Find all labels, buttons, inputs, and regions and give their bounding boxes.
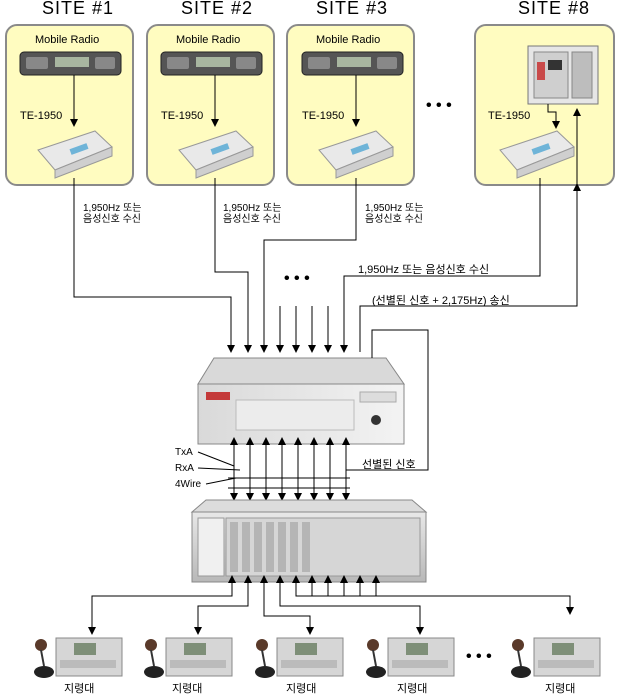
site-8-receive-caption: 1,950Hz 또는 음성신호 수신 (358, 264, 490, 276)
site-2-device-label: TE-1950 (161, 110, 204, 122)
rack-unit-icon (190, 499, 428, 583)
site-2-receive-text-line2: 음성신호 수신 (223, 214, 281, 225)
site-8-transmit-caption: (선별된 신호 + 2,175Hz) 송신 (372, 295, 510, 307)
site-2-te1950-icon (178, 130, 254, 179)
console-3-icon (255, 637, 344, 678)
site-8-device-label: TE-1950 (488, 110, 531, 122)
console-5-icon (511, 637, 601, 678)
console-2-label: 지령대 (172, 683, 203, 695)
site-1-mobile-radio-icon (19, 51, 122, 76)
site-2-title: SITE #2 (181, 0, 254, 18)
site-2-mobile-radio-icon (160, 51, 263, 76)
console-4-icon (366, 637, 455, 678)
site-1-receive-text-line2: 음성신호 수신 (83, 214, 141, 225)
console-1-label: 지령대 (64, 683, 95, 695)
site-3-mobile-radio-icon (301, 51, 404, 76)
selected-signal-caption: 선별된 신호 (362, 459, 416, 471)
site-2-receive-text-line1: 1,950Hz 또는 (223, 203, 282, 214)
site-1-radio-label: Mobile Radio (35, 34, 100, 46)
site-8-title: SITE #8 (518, 0, 591, 18)
site-8-radio-rack-icon (527, 45, 599, 105)
four-wire-label: 4Wire (175, 479, 202, 490)
console-5-label: 지령대 (545, 683, 576, 695)
console-4-label: 지령대 (397, 683, 428, 695)
mixer-unit-icon (197, 357, 405, 445)
consoles-ellipsis: • • • (466, 648, 492, 665)
console-1-icon (34, 637, 123, 678)
txa-label: TxA (175, 447, 193, 458)
site-3-receive-text-line1: 1,950Hz 또는 (365, 203, 424, 214)
site-1-te1950-icon (37, 130, 113, 179)
sites-ellipsis: • • • (426, 97, 452, 114)
site-3-title: SITE #3 (316, 0, 389, 18)
console-2-icon (144, 637, 233, 678)
lines-ellipsis: • • • (284, 270, 310, 287)
rxa-label: RxA (175, 463, 194, 474)
site-2-radio-label: Mobile Radio (176, 34, 241, 46)
site-3-device-label: TE-1950 (302, 110, 345, 122)
site-3-te1950-icon (318, 130, 394, 179)
site-1-receive-text-line1: 1,950Hz 또는 (83, 203, 142, 214)
site-3-receive-text-line2: 음성신호 수신 (365, 214, 423, 225)
site-8-te1950-icon (499, 130, 575, 179)
site-1-title: SITE #1 (42, 0, 115, 18)
site-3-radio-label: Mobile Radio (316, 34, 381, 46)
console-3-label: 지령대 (286, 683, 317, 695)
site-1-device-label: TE-1950 (20, 110, 63, 122)
